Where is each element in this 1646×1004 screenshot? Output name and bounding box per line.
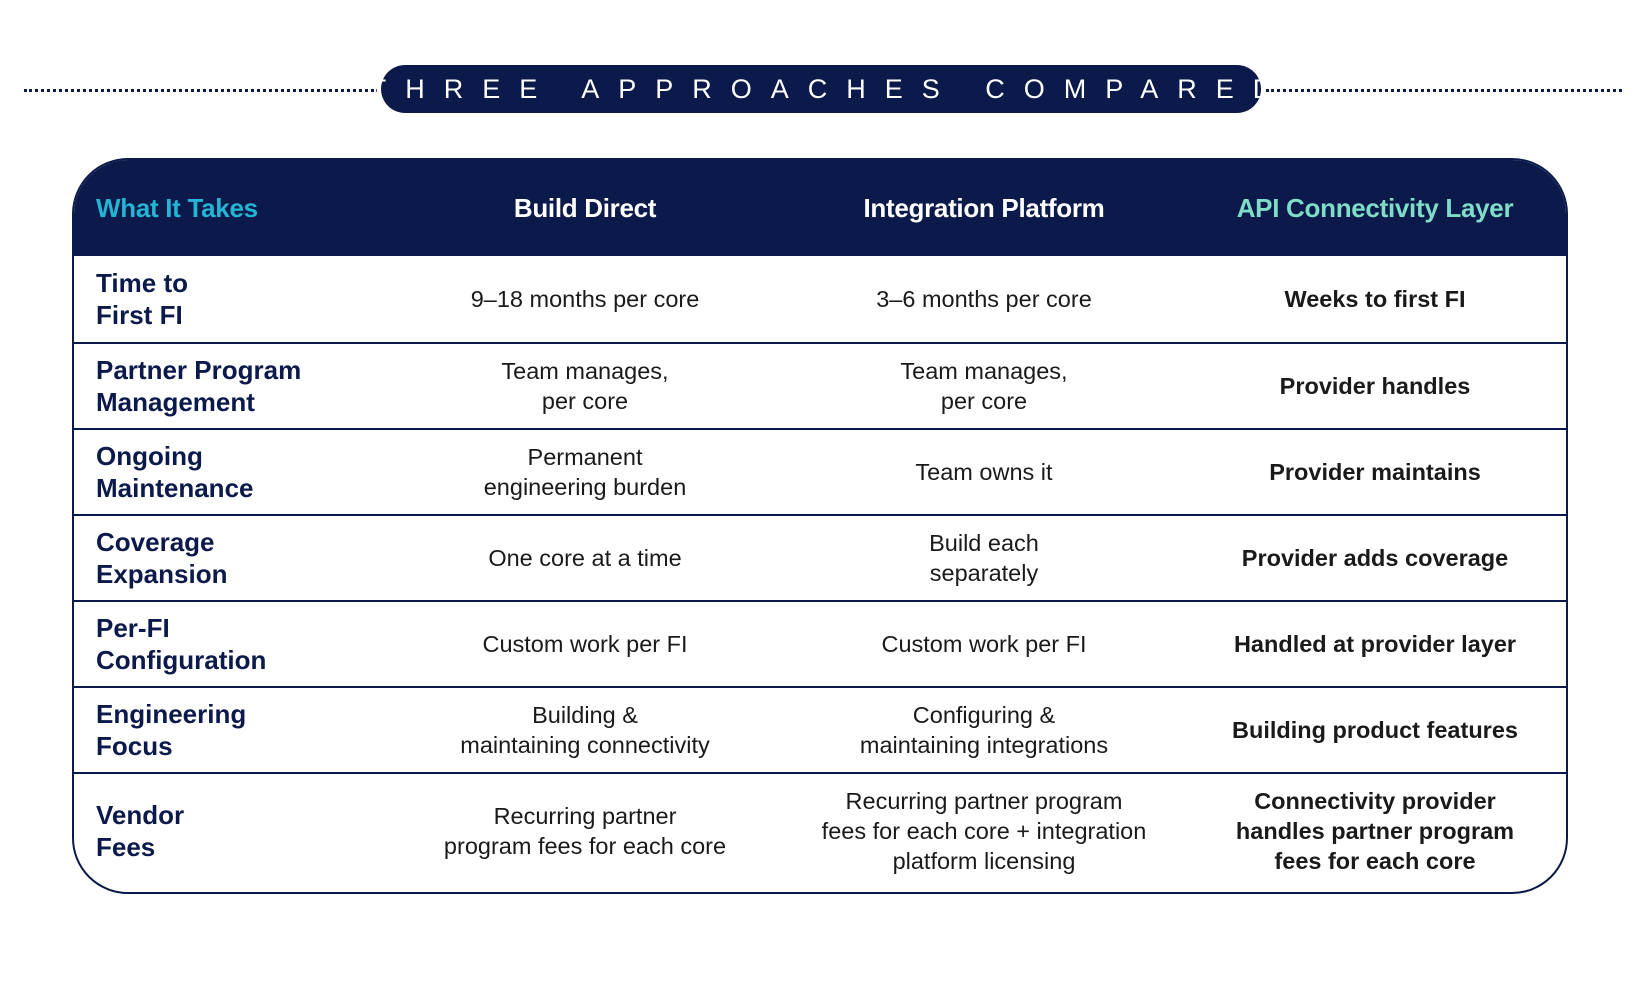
dotted-rule-right [1266,89,1622,92]
row-label: Engineering Focus [96,699,247,761]
row-label: Ongoing Maintenance [96,441,254,503]
cell-api-layer: Handled at provider layer [1233,631,1517,657]
row-label: Vendor Fees [96,800,185,862]
row-label: Coverage Expansion [96,527,228,589]
row-label: Partner Program Management [96,355,302,417]
row-label: Time to First FI [96,268,188,330]
cell-api-layer: Weeks to first FI [1284,286,1466,312]
cell-api-layer: Provider adds coverage [1241,545,1509,571]
cell-build-direct: Building & maintaining connectivity [460,702,710,758]
cell-api-layer: Provider maintains [1269,459,1481,485]
header-api-connectivity-layer: API Connectivity Layer [1236,192,1514,223]
table-row: Partner Program Management Team manages,… [74,342,1566,428]
cell-build-direct: Custom work per FI [482,631,688,657]
cell-build-direct: One core at a time [488,545,682,571]
table-row: Coverage Expansion One core at a time Bu… [74,514,1566,600]
row-label: Per-FI Configuration [96,613,267,675]
table-row: Ongoing Maintenance Permanent engineerin… [74,428,1566,514]
table-row: Time to First FI 9–18 months per core 3–… [74,256,1566,342]
cell-integration-platform: Team owns it [915,459,1053,485]
table-header-row: What It Takes Build Direct Integration P… [74,160,1566,256]
header-what-it-takes: What It Takes [96,192,258,223]
section-banner: THREE APPROACHES COMPARED [0,0,1646,140]
banner-title: THREE APPROACHES COMPARED [370,65,1272,113]
cell-integration-platform: Custom work per FI [881,631,1087,657]
cell-integration-platform: Team manages, per core [900,358,1068,414]
cell-integration-platform: Build each separately [929,530,1039,586]
cell-api-layer: Provider handles [1279,373,1471,399]
table-row: Vendor Fees Recurring partner program fe… [74,772,1566,888]
cell-build-direct: 9–18 months per core [470,286,700,312]
table-row: Engineering Focus Building & maintaining… [74,686,1566,772]
cell-build-direct: Permanent engineering burden [483,444,687,500]
header-build-direct: Build Direct [513,192,657,223]
dotted-rule-left [24,89,379,92]
cell-api-layer: Building product features [1232,717,1518,743]
cell-integration-platform: 3–6 months per core [876,286,1092,312]
cell-build-direct: Team manages, per core [501,358,669,414]
cell-integration-platform: Configuring & maintaining integrations [859,702,1109,758]
cell-build-direct: Recurring partner program fees for each … [443,803,727,859]
comparison-table: What It Takes Build Direct Integration P… [72,158,1568,894]
header-integration-platform: Integration Platform [863,192,1105,223]
cell-integration-platform: Recurring partner program fees for each … [821,788,1147,874]
table-row: Per-FI Configuration Custom work per FI … [74,600,1566,686]
cell-api-layer: Connectivity provider handles partner pr… [1235,788,1515,874]
table-body: Time to First FI 9–18 months per core 3–… [74,256,1566,888]
